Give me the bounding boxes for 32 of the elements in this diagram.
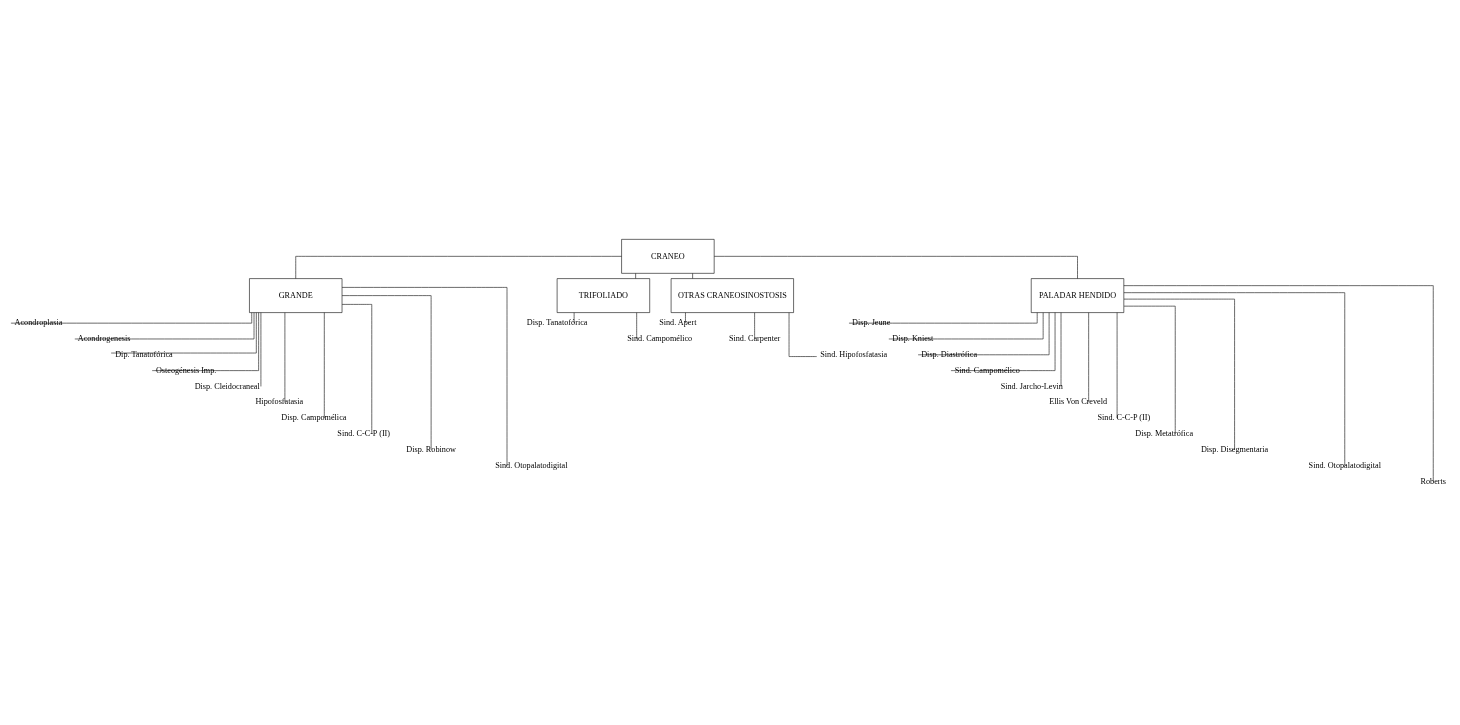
node-text: Sind. Otopalatodigital bbox=[495, 460, 568, 470]
node-box: GRANDE bbox=[249, 277, 343, 313]
node-text: Sind. Carpenter bbox=[728, 333, 781, 343]
node-text: Sind. Apert bbox=[659, 317, 697, 327]
node-text: Hipofosfatasia bbox=[255, 396, 304, 406]
node-text: Acondroplasia bbox=[14, 317, 63, 327]
node-text: Sind. Jarcho-Levin bbox=[1000, 381, 1063, 391]
connector bbox=[713, 255, 1078, 279]
node-text: Osteogénesis Imp. bbox=[155, 365, 217, 375]
node-text: Sind. C-C-P (II) bbox=[337, 428, 391, 438]
node-text: Disp. Jeune bbox=[852, 317, 891, 327]
node-text: Disp. Metatrófica bbox=[1135, 428, 1194, 438]
node-text: Sind. Otopalatodigital bbox=[1308, 460, 1381, 470]
node-box: CRANEO bbox=[621, 238, 715, 274]
node-text: Disp. Tanatofórica bbox=[526, 317, 588, 327]
node-text: Disp. Kniest bbox=[892, 333, 934, 343]
node-text: Disp. Robinow bbox=[406, 444, 456, 454]
node-text: Dip. Tanatofórica bbox=[115, 349, 173, 359]
node-text: Disp. Campomélica bbox=[281, 412, 347, 422]
node-text: Sind. Campomélico bbox=[627, 333, 693, 343]
node-text: Acondrogenesis bbox=[77, 333, 131, 343]
node-text: Roberts bbox=[1420, 476, 1446, 486]
node-text: Sind. C-C-P (II) bbox=[1097, 412, 1151, 422]
node-text: Disp. Cleidocraneal bbox=[194, 381, 260, 391]
node-box: TRIFOLIADO bbox=[556, 277, 650, 313]
node-text: Disp. Diastrófica bbox=[921, 349, 978, 359]
node-text: Sind. Campomélico bbox=[954, 365, 1020, 375]
node-text: Ellis Von Creveld bbox=[1049, 396, 1108, 406]
node-box: PALADAR HENDIDO bbox=[1030, 277, 1125, 313]
node-box: OTRAS CRANEOSINOSTOSIS bbox=[670, 277, 794, 313]
node-text: Sind. Hipofosfatasia bbox=[820, 349, 888, 359]
node-text: Disp. Disegmentaria bbox=[1200, 444, 1269, 454]
